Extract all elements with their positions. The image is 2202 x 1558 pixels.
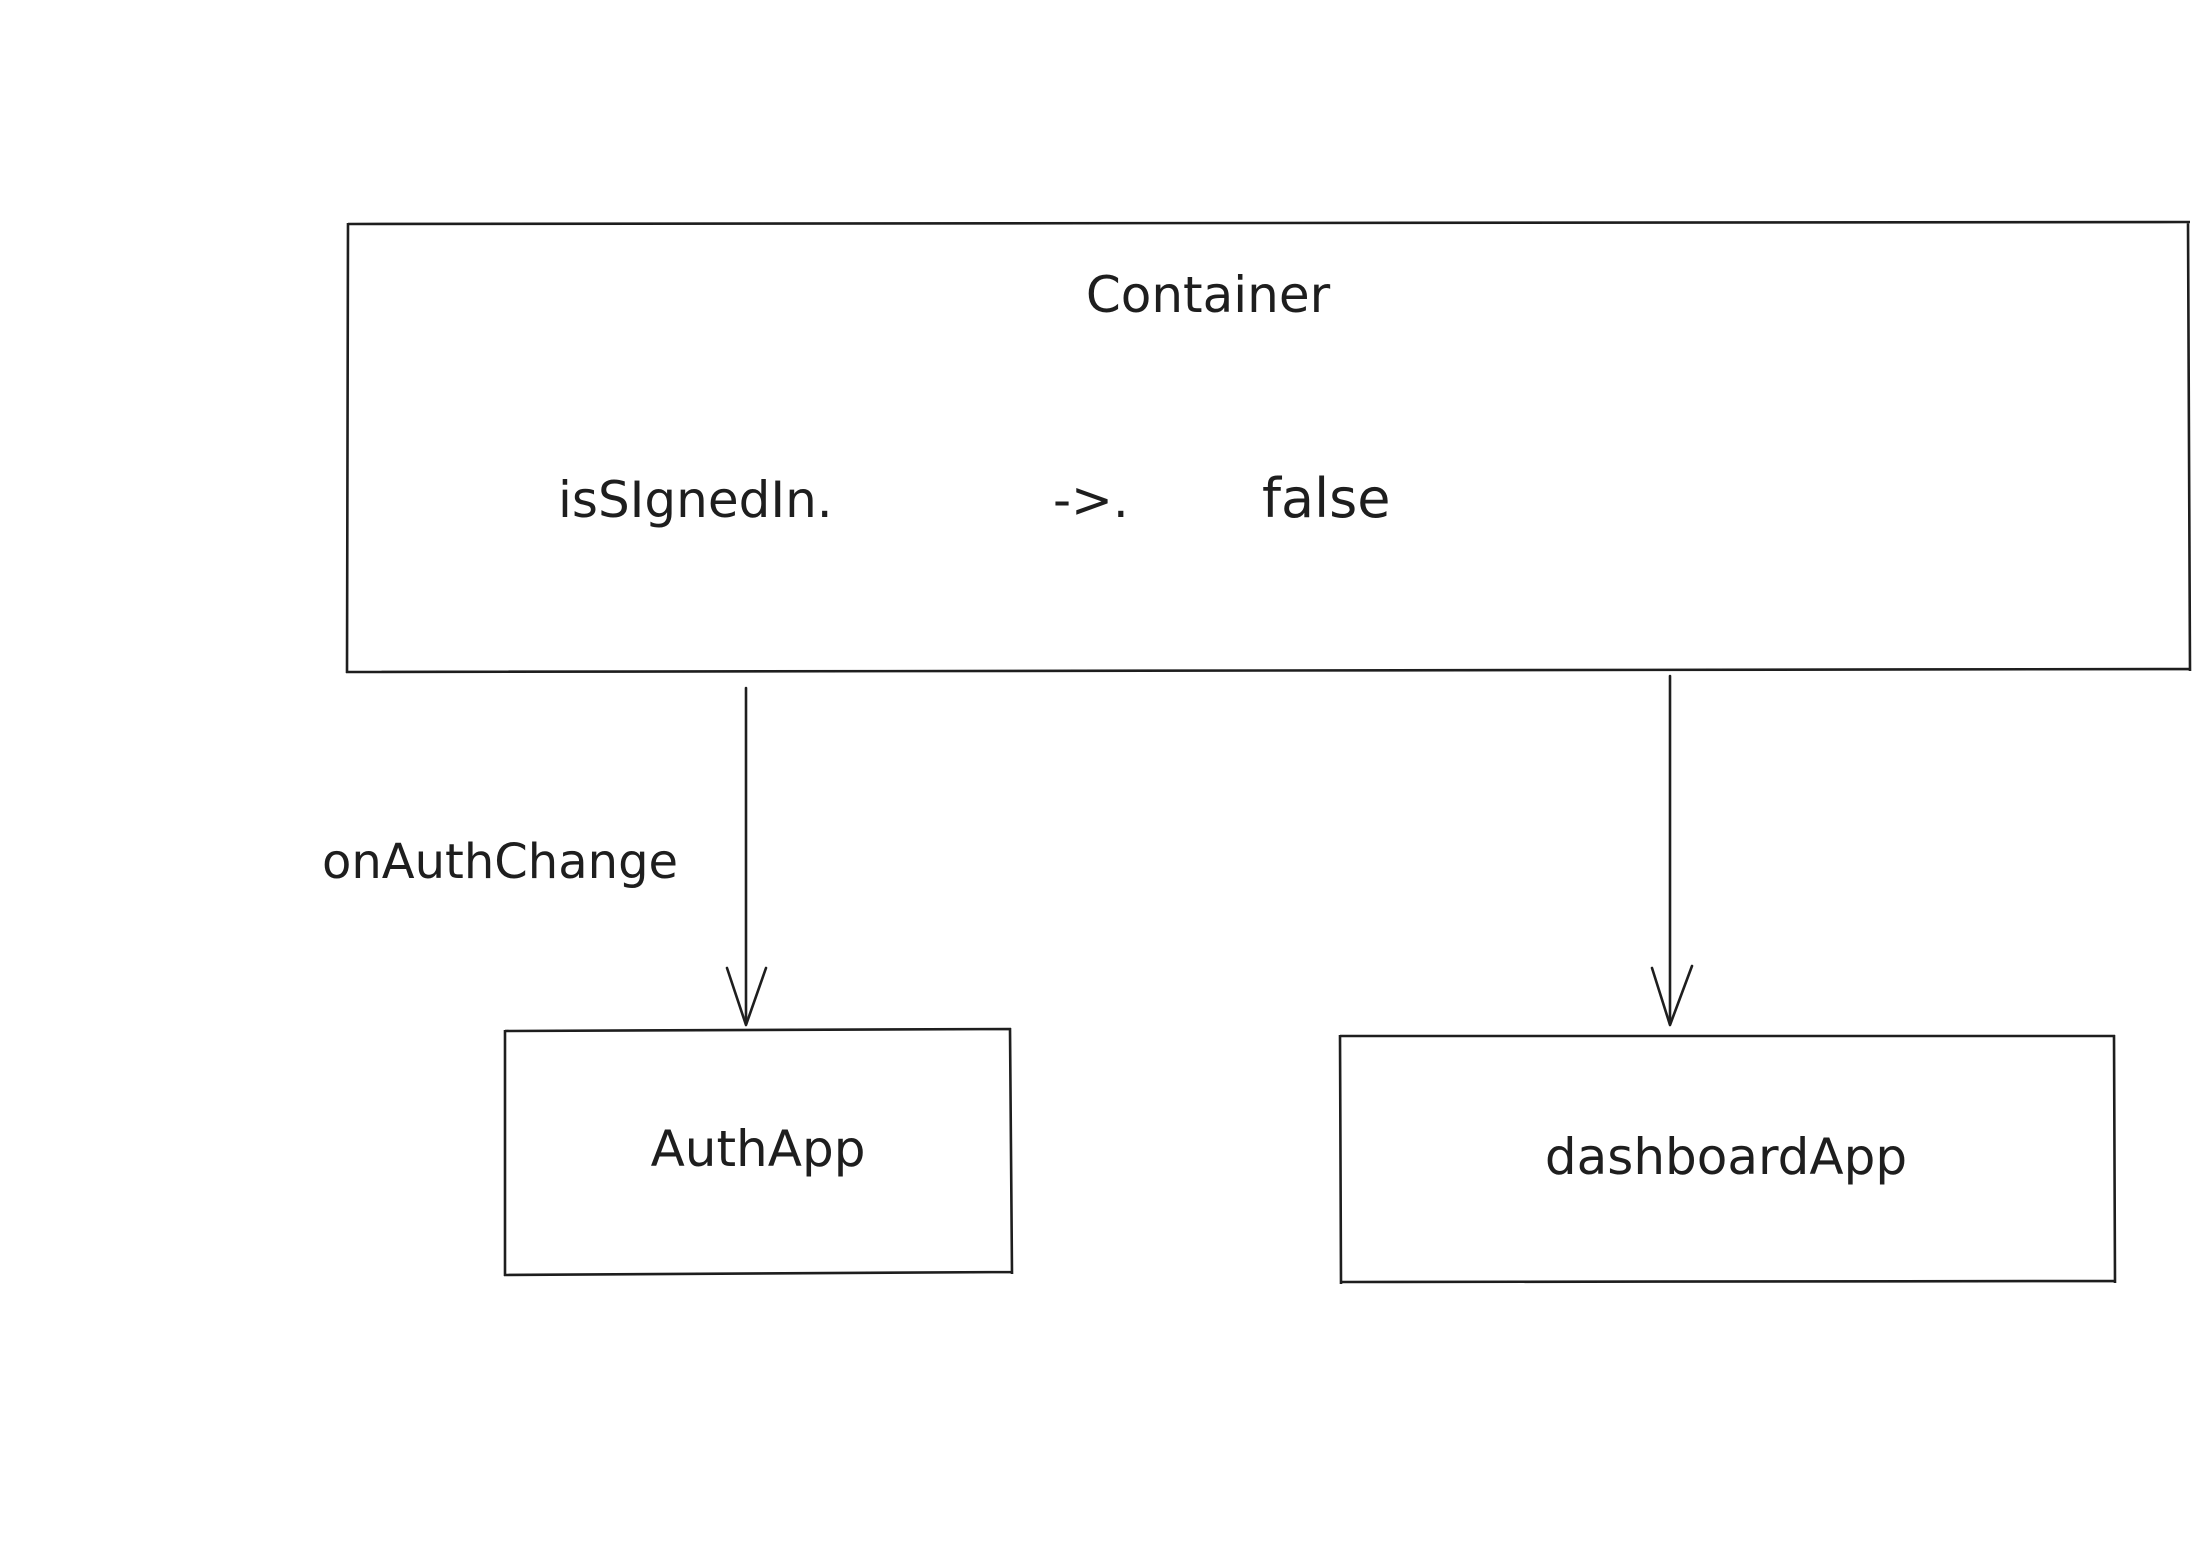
state-arrow-label: ->. — [1053, 471, 1129, 529]
container-box — [345, 220, 2192, 674]
authapp-box — [503, 1027, 1014, 1277]
state-value-label: false — [1262, 467, 1390, 530]
edge-label: onAuthChange — [322, 834, 678, 890]
container-title: Container — [1086, 266, 1331, 324]
state-key-label: isSIgnedIn. — [558, 471, 833, 529]
authapp-node[interactable]: AuthApp — [503, 1027, 1014, 1277]
dashboardapp-box — [1338, 1034, 2117, 1285]
dashboardapp-node[interactable]: dashboardApp — [1338, 1034, 2117, 1285]
container-node[interactable]: Container isSIgnedIn. ->. false — [345, 220, 2192, 674]
dashboardapp-label: dashboardApp — [1545, 1128, 1907, 1186]
arrow-to-authapp — [725, 686, 768, 1027]
arrow-to-dashboardapp — [1650, 674, 1694, 1027]
authapp-label: AuthApp — [651, 1120, 866, 1178]
